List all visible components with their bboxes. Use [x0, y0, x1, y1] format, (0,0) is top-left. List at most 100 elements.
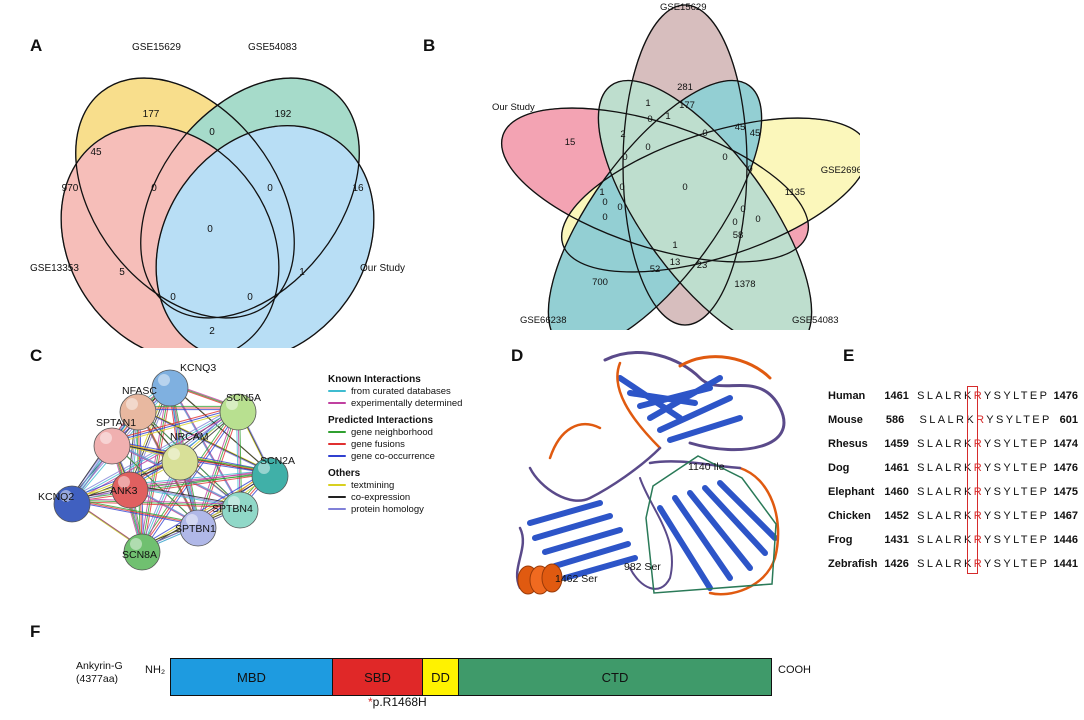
- legend-predicted-title: Predicted Interactions: [328, 415, 434, 426]
- network-node: [251, 457, 289, 495]
- legend-swatch-icon: [328, 508, 346, 510]
- sequence: SLALRKRYSYLTEP: [917, 558, 1053, 570]
- network-edge: [70, 469, 269, 499]
- network-node-label: SCN2A: [260, 455, 295, 467]
- venn5-count: 0: [732, 217, 737, 228]
- network-edge: [73, 501, 242, 509]
- network-node-label: SPTBN1: [175, 523, 216, 535]
- network-node-highlight: [126, 398, 138, 410]
- network-node: [53, 485, 91, 523]
- panel-letter-b: B: [423, 36, 436, 55]
- network-node-label: SPTBN4: [212, 503, 253, 515]
- network-legend: Known Interactions from curated database…: [328, 374, 508, 515]
- species-name: Elephant: [828, 486, 875, 498]
- species-name: Zebrafish: [828, 558, 878, 570]
- n-terminus-label: NH₂: [145, 664, 166, 676]
- sequence-prefix: SLALRK: [917, 462, 974, 474]
- venn4-label-our-study: Our Study: [360, 263, 405, 274]
- network-edge: [131, 473, 272, 489]
- venn4-count: 0: [151, 183, 157, 194]
- network-edge: [110, 405, 237, 441]
- network-node: [161, 443, 199, 481]
- venn5-count: 0: [702, 128, 707, 139]
- legend-swatch-icon: [328, 496, 346, 498]
- legend-item-label: gene co-occurrence: [351, 450, 435, 462]
- domain-segment: MBD: [171, 659, 333, 695]
- network-node: [111, 471, 149, 509]
- legend-item: experimentally determined: [328, 397, 508, 409]
- network-node-label: ANK3: [110, 485, 138, 497]
- network-node-highlight: [186, 514, 198, 526]
- sequence-prefix: SLALRK: [917, 534, 974, 546]
- legend-known-title: Known Interactions: [328, 374, 421, 385]
- network-edge: [169, 383, 241, 507]
- venn5-count: 177: [679, 100, 695, 111]
- venn4-label-gse54083: GSE54083: [248, 42, 297, 53]
- venn5-count: 1: [645, 98, 650, 109]
- legend-item-label: from curated databases: [351, 385, 451, 397]
- network-node: [119, 393, 157, 431]
- venn5-count: 0: [617, 202, 622, 213]
- legend-item-label: gene fusions: [351, 438, 405, 450]
- sequence: SLALRKRYSYLTEP: [917, 438, 1053, 450]
- network-edge: [71, 471, 271, 501]
- venn5-count: 0: [647, 114, 652, 125]
- network-node-highlight: [100, 432, 112, 444]
- network-edge: [71, 499, 199, 525]
- venn5-label-our-study: Our Study: [492, 102, 535, 113]
- network-node: [151, 369, 189, 407]
- network-edge: [70, 405, 237, 499]
- mutation-annotation: *p.R1468H: [368, 695, 427, 709]
- network-node-label: KCNQ2: [38, 491, 74, 503]
- network-edge: [71, 499, 241, 507]
- start-position: 586: [885, 414, 905, 426]
- venn5-label-gse54083: GSE54083: [792, 315, 838, 326]
- legend-item: from curated databases: [328, 385, 508, 397]
- legend-swatch-icon: [328, 402, 346, 404]
- legend-swatch-icon: [328, 455, 346, 457]
- legend-item: gene co-occurrence: [328, 450, 508, 462]
- domain-highlight-polygon: [645, 455, 777, 594]
- protein-interaction-network: KCNQ3 NFASC SCN5A SPTAN1 NRCAM SCN2A ANK…: [38, 362, 295, 571]
- sequence-suffix: YSYLTEP: [983, 390, 1050, 402]
- venn5-count: 0: [619, 182, 624, 193]
- sequence: SLALRKRYSYLTEP: [920, 414, 1060, 426]
- network-edge: [111, 407, 239, 443]
- venn5-count: 52: [650, 264, 661, 275]
- domain-segment: CTD: [459, 659, 771, 695]
- venn4-count: 45: [90, 147, 102, 158]
- sequence-suffix: YSYLTEP: [983, 534, 1050, 546]
- start-position: 1452: [884, 510, 909, 522]
- species-name: Dog: [828, 462, 850, 474]
- sequence: SLALRKRYSYLTEP: [917, 390, 1053, 402]
- network-node: [93, 427, 131, 465]
- network-node-label: KCNQ3: [180, 362, 216, 374]
- venn4-count: 2: [209, 326, 215, 337]
- end-position: 1474: [1053, 438, 1078, 450]
- venn5-count: 700: [592, 277, 608, 288]
- start-position: 1459: [884, 438, 909, 450]
- venn4-count: 192: [275, 109, 292, 120]
- sequence: SLALRKRYSYLTEP: [917, 486, 1053, 498]
- venn5-count: 0: [645, 142, 650, 153]
- species-name: Mouse: [828, 414, 863, 426]
- start-position: 1426: [884, 558, 909, 570]
- network-node: [219, 393, 257, 431]
- sequence-prefix: SLALRK: [919, 414, 977, 426]
- venn4-count: 16: [352, 183, 364, 194]
- network-node: [123, 533, 161, 571]
- venn5-count: 2: [620, 129, 625, 140]
- sequence-prefix: SLALRK: [917, 390, 974, 402]
- network-edge: [70, 497, 239, 505]
- network-node-highlight: [158, 374, 170, 386]
- venn4-count: 0: [267, 183, 273, 194]
- venn5-count: 0: [755, 214, 760, 225]
- venn4-count: 177: [143, 109, 160, 120]
- venn5-label-gse15629: GSE15629: [660, 2, 706, 13]
